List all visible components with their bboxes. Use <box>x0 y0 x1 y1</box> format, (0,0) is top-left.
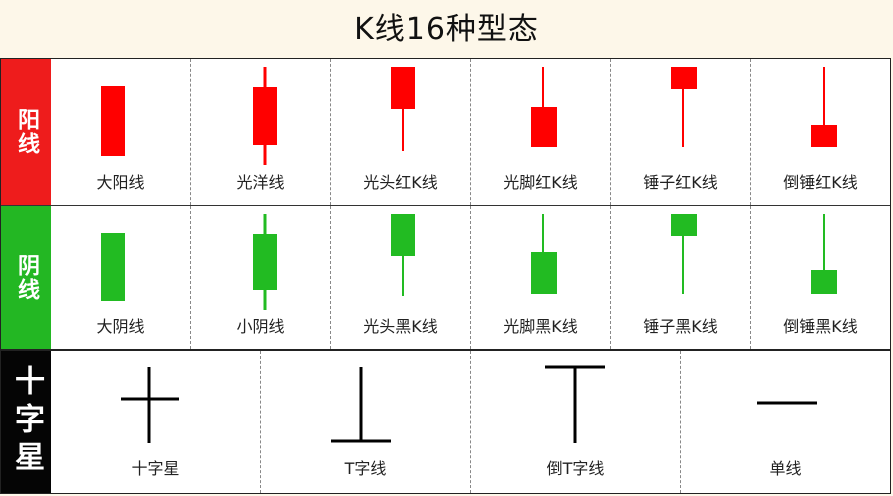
candle-caption: 倒锤红K线 <box>783 173 858 192</box>
candle-body <box>811 270 837 294</box>
doji-row: 十字星 十字星 T字线 倒T字线 单线 <box>1 351 890 493</box>
candle-caption: 小阴线 <box>236 317 285 336</box>
hammer-red-candle-icon <box>671 67 697 147</box>
doji-caption: 十字星 <box>131 459 180 478</box>
doji-cell-inverted-t-line: 倒T字线 <box>470 351 680 493</box>
candle-cell-shaven-bottom-red: 光脚红K线 <box>470 59 610 205</box>
doji-caption: T字线 <box>344 459 387 478</box>
yin-row-label: 阴线 <box>1 206 51 349</box>
candle-body <box>253 234 277 290</box>
candle-body <box>531 252 557 294</box>
doji-row-label: 十字星 <box>1 351 51 493</box>
candle-body <box>101 233 125 301</box>
doji-cell-cross: 十字星 <box>51 351 260 493</box>
t-line-doji-icon <box>331 367 391 443</box>
doji-cell-t-line: T字线 <box>260 351 470 493</box>
candle-cell-shaven-head-black: 光头黑K线 <box>330 206 470 349</box>
kline-table: 阳线 大阳线 光洋线 光头红K线 光脚红K线 锤子红K线 倒锤红K线 阴线 大阴… <box>0 58 891 494</box>
candle-cell-big-yin: 大阴线 <box>51 206 190 349</box>
candle-body <box>671 67 697 89</box>
hammer-black-candle-icon <box>671 214 697 294</box>
candle-body <box>101 86 125 156</box>
shaven-head-red-candle-icon <box>391 67 415 151</box>
yang-row: 阳线 大阳线 光洋线 光头红K线 光脚红K线 锤子红K线 倒锤红K线 <box>1 59 890 206</box>
candle-caption: 锤子红K线 <box>643 173 718 192</box>
candle-body <box>811 125 837 147</box>
shaven-head-black-candle-icon <box>391 214 415 296</box>
candle-cell-hammer-red: 锤子红K线 <box>610 59 750 205</box>
candle-caption: 倒锤黑K线 <box>783 317 858 336</box>
inverted-hammer-black-candle-icon <box>811 214 837 294</box>
bare-yang-candle-icon <box>253 67 277 165</box>
big-yang-candle-icon <box>101 86 125 156</box>
candle-caption: 光脚黑K线 <box>503 317 578 336</box>
big-yin-candle-icon <box>101 233 125 301</box>
shaven-bottom-red-candle-icon <box>531 67 557 147</box>
page-title: K线16种型态 <box>354 12 539 47</box>
candle-caption: 光脚红K线 <box>503 173 578 192</box>
candle-body <box>253 87 277 145</box>
yang-row-label: 阳线 <box>1 59 51 205</box>
candle-caption: 大阳线 <box>96 173 145 192</box>
candle-caption: 锤子黑K线 <box>643 317 718 336</box>
candle-cell-inverted-hammer-black: 倒锤黑K线 <box>750 206 890 349</box>
candle-caption: 光头红K线 <box>363 173 438 192</box>
candle-cell-small-yin: 小阴线 <box>190 206 330 349</box>
inverted-t-line-doji-icon <box>545 365 605 443</box>
doji-cell-single-line: 单线 <box>680 351 890 493</box>
shaven-bottom-black-candle-icon <box>531 214 557 294</box>
candle-caption: 大阴线 <box>96 317 145 336</box>
candle-cell-shaven-head-red: 光头红K线 <box>330 59 470 205</box>
candle-body <box>391 214 415 256</box>
candle-caption: 光洋线 <box>236 173 285 192</box>
candle-caption: 光头黑K线 <box>363 317 438 336</box>
small-yin-candle-icon <box>253 214 277 310</box>
inverted-hammer-red-candle-icon <box>811 67 837 147</box>
candle-cell-big-yang: 大阳线 <box>51 59 190 205</box>
candle-cell-shaven-bottom-black: 光脚黑K线 <box>470 206 610 349</box>
cross-doji-icon <box>121 367 179 443</box>
doji-caption: 单线 <box>769 459 802 478</box>
doji-caption: 倒T字线 <box>546 459 605 478</box>
candle-body <box>671 214 697 236</box>
yin-row: 阴线 大阴线 小阴线 光头黑K线 光脚黑K线 锤子黑K线 倒锤黑K线 <box>1 206 890 351</box>
candle-cell-bare-yang: 光洋线 <box>190 59 330 205</box>
candle-body <box>531 107 557 147</box>
candle-body <box>391 67 415 109</box>
candle-cell-hammer-black: 锤子黑K线 <box>610 206 750 349</box>
single-line-doji-icon <box>757 401 817 405</box>
candle-cell-inverted-hammer-red: 倒锤红K线 <box>750 59 890 205</box>
